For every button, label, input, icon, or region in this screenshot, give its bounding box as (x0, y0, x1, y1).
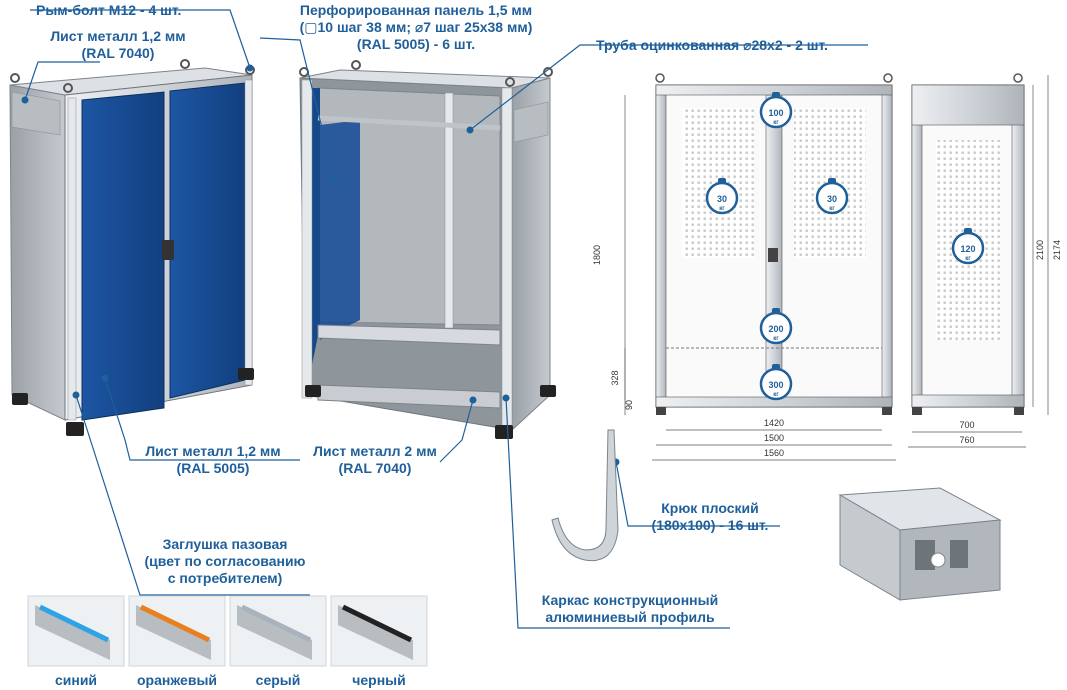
label-perf-line2: (▢10 шаг 38 мм; ⌀7 шаг 25x38 мм) (299, 19, 533, 35)
swatch-black (330, 595, 428, 667)
load-unit: кг (965, 256, 971, 262)
label-slot-plug: Заглушка пазовая (цвет по согласованию с… (130, 536, 320, 587)
swatch-label-blue: синий (54, 672, 98, 688)
load-badge (815, 178, 849, 215)
leader-lines (24, 9, 868, 629)
label-sheet-door-line2: (RAL 5005) (176, 460, 250, 476)
load-badge (759, 92, 793, 129)
label-hook-line1: Крюк плоский (661, 500, 759, 516)
load-unit: кг (829, 206, 835, 212)
load-value: 120 (960, 244, 975, 254)
label-sheet-floor-line1: Лист металл 2 мм (313, 443, 437, 459)
load-value: 300 (768, 380, 783, 390)
swatch-orange (128, 595, 226, 667)
cabinet-open (299, 60, 556, 439)
label-sheet-top-line2: (RAL 7040) (81, 45, 155, 61)
load-unit: кг (773, 336, 779, 342)
label-plug-line2: (цвет по согласованию (144, 553, 306, 569)
load-unit: кг (773, 392, 779, 398)
dim-height-90: 90 (624, 400, 634, 410)
load-badge (759, 308, 793, 345)
dim-height-1800: 1800 (592, 245, 602, 265)
load-badge-values: 100 кг 30 кг 30 кг 200 кг 300 кг 120 кг (717, 108, 976, 398)
label-perf-line3: (RAL 5005) - 6 шт. (356, 36, 476, 52)
label-perf-line1: Перфорированная панель 1,5 мм (299, 2, 533, 18)
dim-depth-outer: 760 (959, 435, 974, 445)
load-badges (705, 92, 985, 401)
load-unit: кг (719, 206, 725, 212)
dim-height-2100: 2100 (1035, 240, 1045, 260)
swatch-label-black: черный (352, 672, 406, 688)
swatch-label-gray: серый (255, 672, 301, 688)
label-sheet-door: Лист металл 1,2 мм (RAL 5005) (128, 443, 298, 477)
load-value: 30 (827, 194, 837, 204)
label-hook: Крюк плоский (180x100) - 16 шт. (630, 500, 790, 534)
load-value: 100 (768, 108, 783, 118)
label-sheet-door-line1: Лист металл 1,2 мм (145, 443, 281, 459)
label-sheet-floor-line2: (RAL 7040) (338, 460, 412, 476)
label-sheet-floor: Лист металл 2 мм (RAL 7040) (300, 443, 450, 477)
load-unit: кг (773, 120, 779, 126)
label-sheet-top: Лист металл 1,2 мм (RAL 7040) (28, 28, 208, 62)
front-elevation (624, 73, 1049, 461)
label-pipe: Труба оцинкованная ⌀28x2 - 2 шт. (596, 37, 828, 53)
dimension-labels: 1420 1500 1560 700 760 1800 328 90 2100 … (592, 240, 1062, 458)
dim-height-2174: 2174 (1052, 240, 1062, 260)
swatches (27, 595, 428, 667)
side-elevation (911, 73, 1025, 415)
profile-illustration (838, 487, 1002, 601)
load-badge (951, 228, 985, 265)
swatch-blue (27, 595, 125, 667)
load-badge (759, 364, 793, 401)
dim-width-inner: 1420 (764, 418, 784, 428)
swatch-gray (229, 595, 327, 667)
label-frame-profile: Каркас конструкционный алюминиевый профи… (520, 592, 740, 626)
dim-depth-inner: 700 (959, 420, 974, 430)
leader-dots (21, 64, 620, 466)
load-value: 30 (717, 194, 727, 204)
label-plug-line3: с потребителем) (167, 570, 283, 586)
label-sheet-top-line1: Лист металл 1,2 мм (50, 28, 186, 44)
label-perforated-panel: Перфорированная панель 1,5 мм (▢10 шаг 3… (276, 2, 556, 53)
label-hook-line2: (180x100) - 16 шт. (651, 517, 769, 533)
load-value: 200 (768, 324, 783, 334)
load-badge (705, 178, 739, 215)
label-eyebolt: Рым-болт М12 - 4 шт. (36, 2, 182, 18)
cabinet-closed (9, 59, 255, 436)
label-frame-line1: Каркас конструкционный (541, 592, 719, 608)
dim-width-mid: 1500 (764, 433, 784, 443)
dim-height-328: 328 (610, 370, 620, 385)
swatch-label-orange: оранжевый (136, 672, 218, 688)
label-plug-line1: Заглушка пазовая (162, 536, 288, 552)
label-frame-line2: алюминиевый профиль (545, 609, 715, 625)
dim-width-outer: 1560 (764, 448, 784, 458)
hook-illustration (551, 429, 619, 562)
